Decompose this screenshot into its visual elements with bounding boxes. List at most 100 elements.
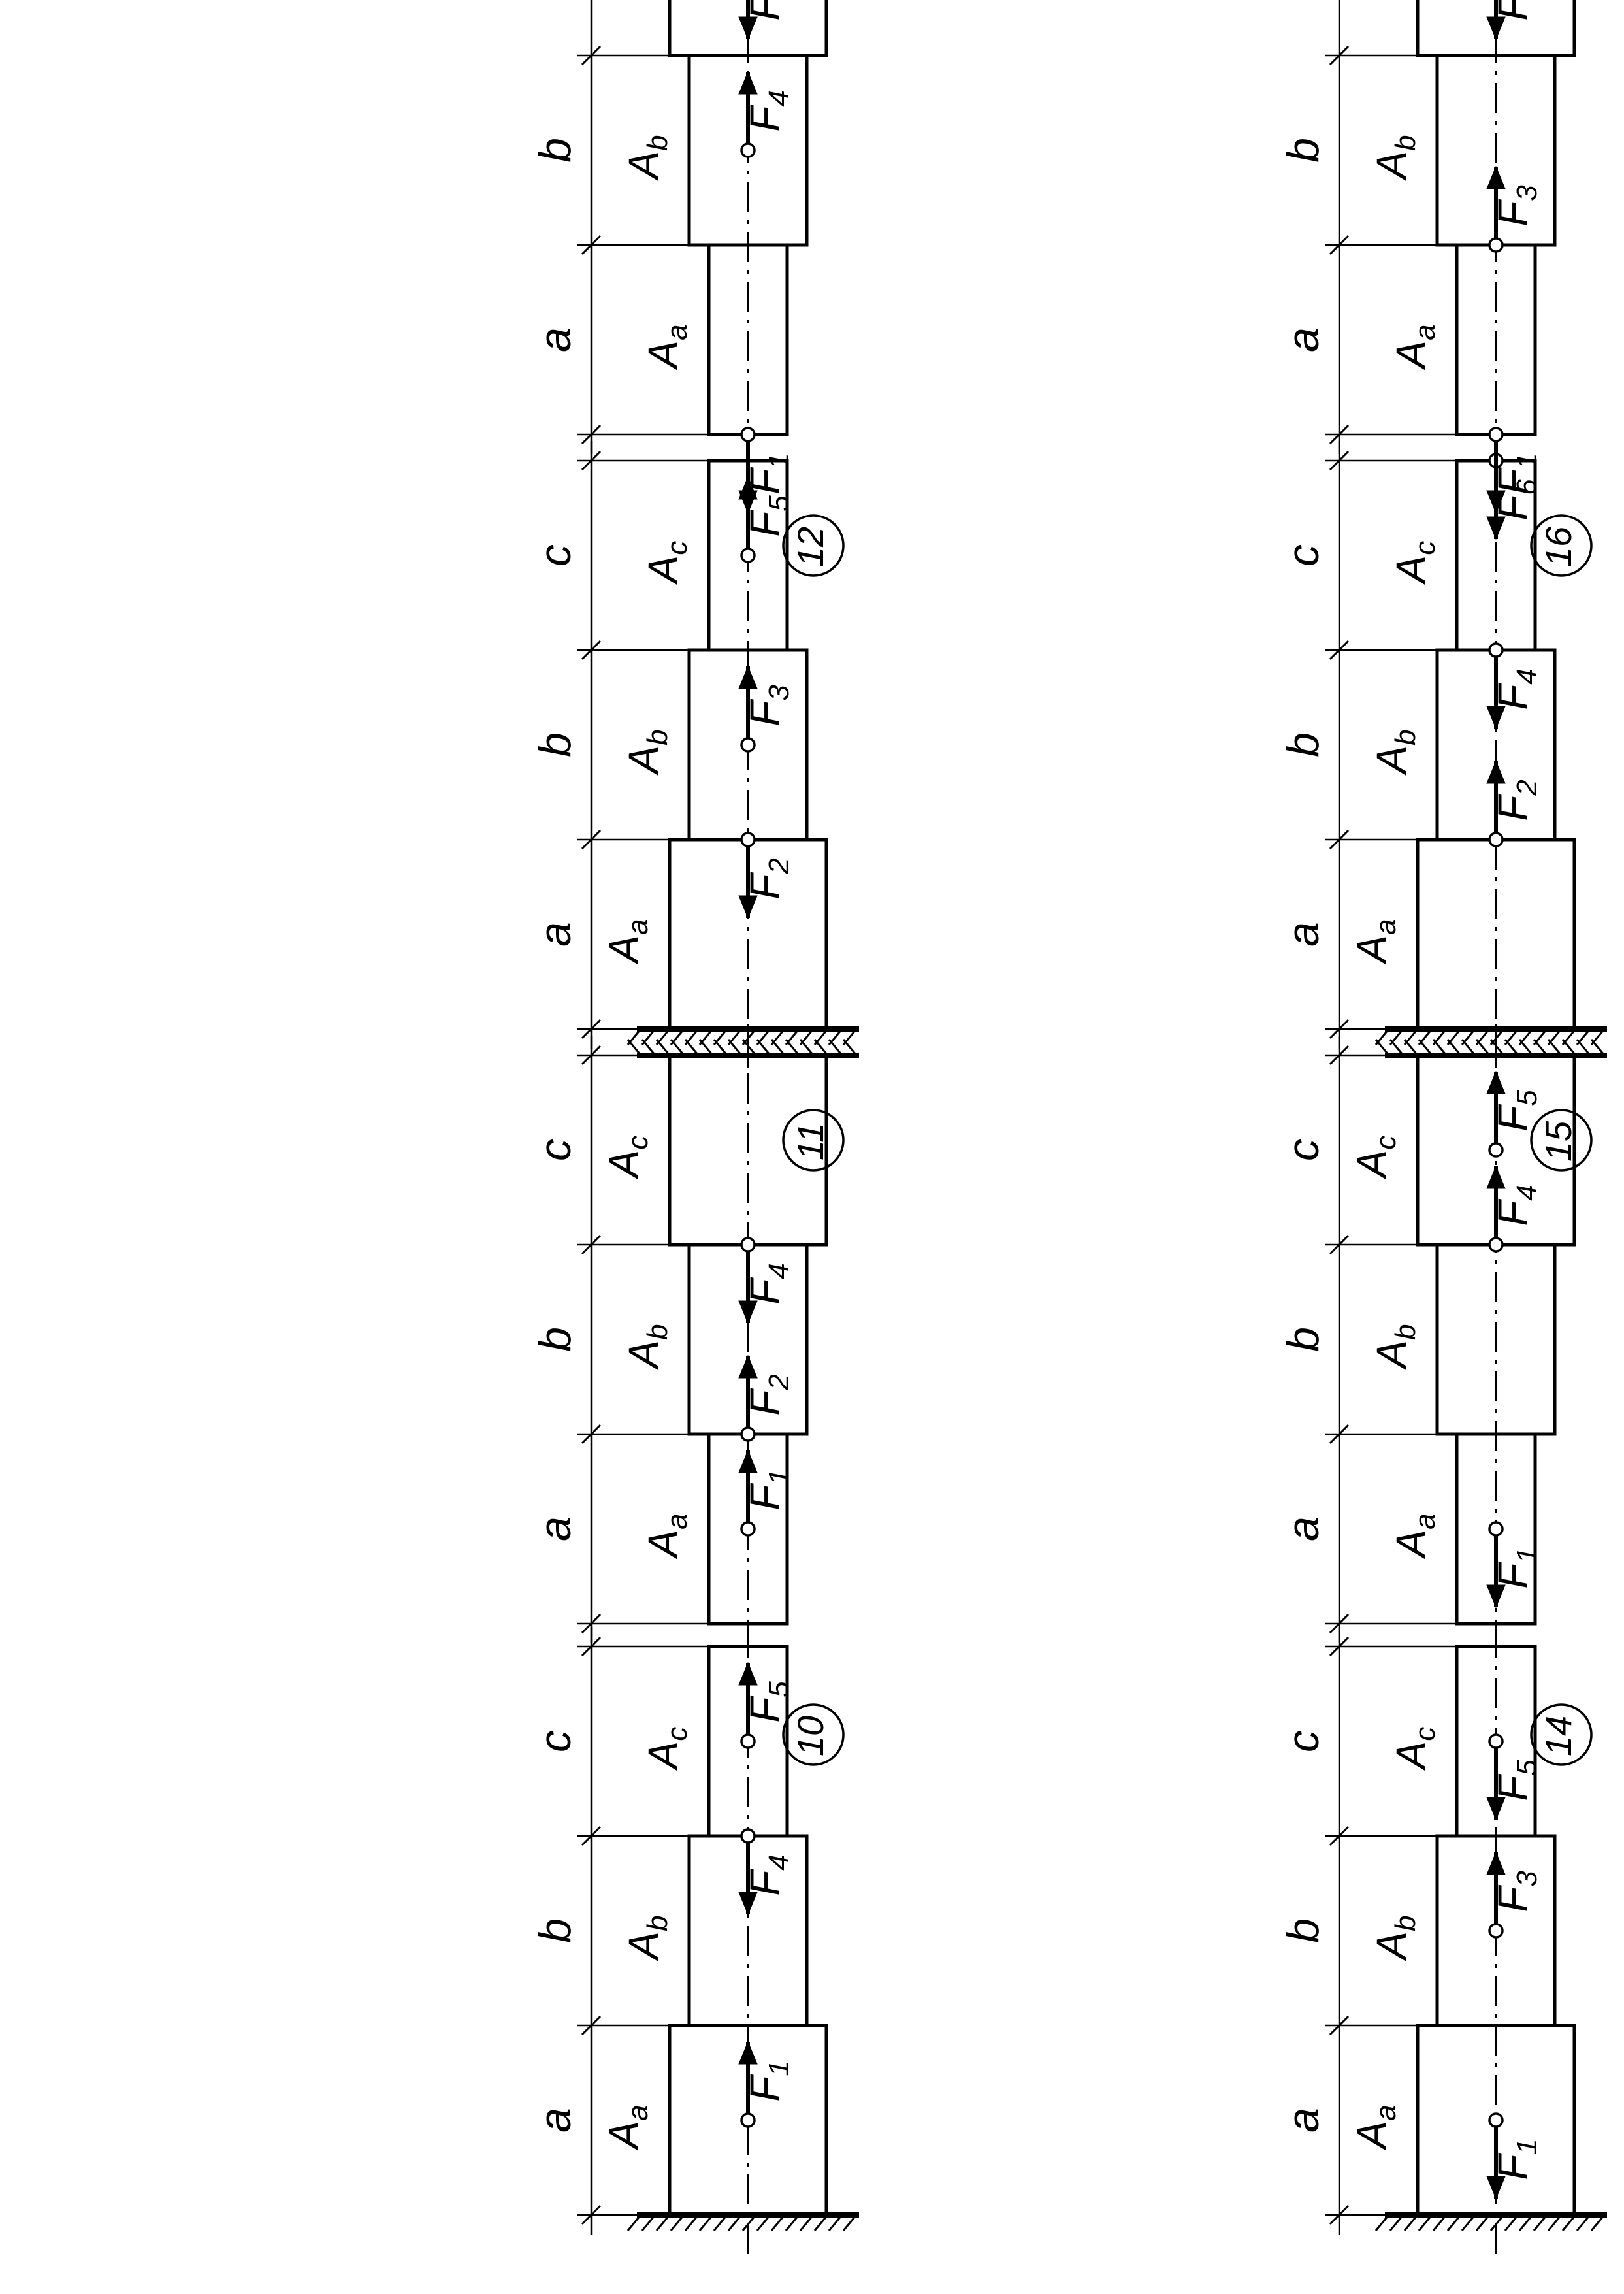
- force-label-subscript: 1: [1511, 1547, 1543, 1563]
- segment-length-label: a: [530, 2108, 580, 2133]
- problem-12: aAabAbcAcF1F4F512: [530, 0, 845, 577]
- force-point: [740, 737, 756, 753]
- force-label-base: F: [741, 872, 788, 900]
- force-label: F5: [1489, 1760, 1543, 1801]
- dimension-tick: [1329, 829, 1350, 850]
- dimension-tick: [581, 1234, 602, 1255]
- force-label-subscript: 1: [763, 2060, 795, 2076]
- force-label-subscript: 1: [763, 1469, 795, 1484]
- area-label: Ab: [1368, 729, 1421, 776]
- wall-hatch: [1533, 1028, 1548, 1045]
- wall-hatch: [713, 1028, 728, 1045]
- force-label-base: F: [741, 698, 788, 727]
- wall-hatch: [641, 2214, 657, 2231]
- force-label-subscript: 3: [1511, 185, 1543, 201]
- force-point: [740, 548, 756, 563]
- problem-9: aAabAbcAcF1F4F59: [530, 1620, 859, 2254]
- force-label: F5: [1489, 1090, 1543, 1132]
- dimension-tick: [1329, 640, 1350, 661]
- wall-hatch: [770, 1028, 786, 1045]
- force-label-base: F: [1489, 467, 1536, 495]
- segment-length-label: a: [1278, 2108, 1328, 2133]
- wall-hatch: [1374, 2214, 1390, 2231]
- force-label: F2: [741, 858, 795, 900]
- force-label-subscript: 3: [763, 685, 795, 701]
- force-arrowhead: [738, 895, 758, 919]
- wall-hatch: [698, 1028, 714, 1045]
- segment-length-label: a: [530, 1516, 580, 1541]
- area-label: Ac: [1348, 1136, 1402, 1181]
- wall-hatch: [785, 1028, 800, 1045]
- segment-length-label: a: [1278, 1516, 1328, 1541]
- force-label-base: F: [741, 467, 788, 495]
- wall-hatch: [770, 2214, 786, 2231]
- dimension-tick: [1329, 2204, 1350, 2225]
- force-label: F1: [1489, 2138, 1543, 2180]
- area-label-base: A: [1348, 2121, 1395, 2152]
- problem-number-ring: [1530, 1109, 1593, 1172]
- segment-length-label: b: [1278, 138, 1328, 163]
- dimension-tick: [581, 2204, 602, 2225]
- dimension-tick: [581, 1636, 602, 1657]
- force-point: [1488, 1521, 1504, 1537]
- force-label: F1: [1489, 1547, 1543, 1589]
- segment-length-label: b: [1278, 732, 1328, 757]
- force-arrowhead: [1486, 516, 1506, 540]
- problem-number: 15: [1538, 1121, 1579, 1162]
- area-label: Ab: [1368, 1324, 1421, 1370]
- force-point: [740, 1426, 756, 1442]
- segment-length-label: a: [530, 922, 580, 947]
- force-label-base: F: [1489, 1198, 1536, 1226]
- wall-hatch: [1590, 2214, 1606, 2231]
- area-label: Aa: [600, 919, 654, 965]
- problem-number-ring: [1530, 514, 1593, 577]
- area-label-subscript: b: [641, 1324, 674, 1339]
- force-arrowhead: [738, 1662, 758, 1686]
- dimension-tick: [581, 424, 602, 445]
- force-point: [740, 1521, 756, 1537]
- area-label: Aa: [1348, 919, 1402, 965]
- segment-length-label: c: [1278, 1730, 1328, 1752]
- force-point: [1488, 427, 1504, 442]
- problem-number-ring: [782, 1109, 845, 1172]
- segment-length-label: b: [530, 138, 580, 163]
- wall-hatch: [1461, 1028, 1476, 1045]
- area-label-base: A: [620, 746, 667, 776]
- area-label-base: A: [620, 1931, 667, 1962]
- force-point: [1488, 1237, 1504, 1253]
- segment-length-label: b: [1278, 1918, 1328, 1943]
- segment-length-label: b: [1278, 1327, 1328, 1352]
- force-label: F5: [741, 0, 795, 21]
- wall-hatch: [813, 1028, 829, 1045]
- area-label: Ac: [600, 1136, 654, 1181]
- area-label-subscript: b: [1389, 135, 1421, 150]
- area-label-subscript: c: [1370, 1136, 1402, 1150]
- force-arrowhead: [738, 1300, 758, 1324]
- segment-length-label: c: [530, 1730, 580, 1752]
- wall-hatch: [698, 2214, 714, 2231]
- wall-hatch: [828, 1028, 843, 1045]
- segment-length-label: a: [1278, 327, 1328, 352]
- area-label: Aa: [600, 2105, 654, 2151]
- dimension-tick: [581, 1424, 602, 1445]
- area-label-subscript: a: [661, 324, 693, 340]
- force-label: F3: [1489, 185, 1543, 227]
- dimension-tick: [1329, 450, 1350, 471]
- force-point: [1488, 642, 1504, 658]
- wall-hatch: [813, 2214, 829, 2231]
- force-point: [1488, 2112, 1504, 2128]
- wall-hatch: [1590, 1028, 1606, 1045]
- dimension-tick: [1329, 1019, 1350, 1040]
- force-label-subscript: 3: [1511, 1871, 1543, 1887]
- area-label-subscript: a: [1370, 2105, 1402, 2120]
- area-label-base: A: [600, 935, 647, 966]
- area-label-base: A: [1368, 746, 1415, 776]
- wall-hatch: [1475, 2214, 1491, 2231]
- force-label-base: F: [1489, 793, 1536, 821]
- force-arrowhead: [738, 71, 758, 95]
- dimension-tick: [1329, 1424, 1350, 1445]
- area-label-base: A: [1368, 151, 1415, 182]
- force-label-base: F: [741, 1388, 788, 1416]
- wall-hatch: [1489, 2214, 1505, 2231]
